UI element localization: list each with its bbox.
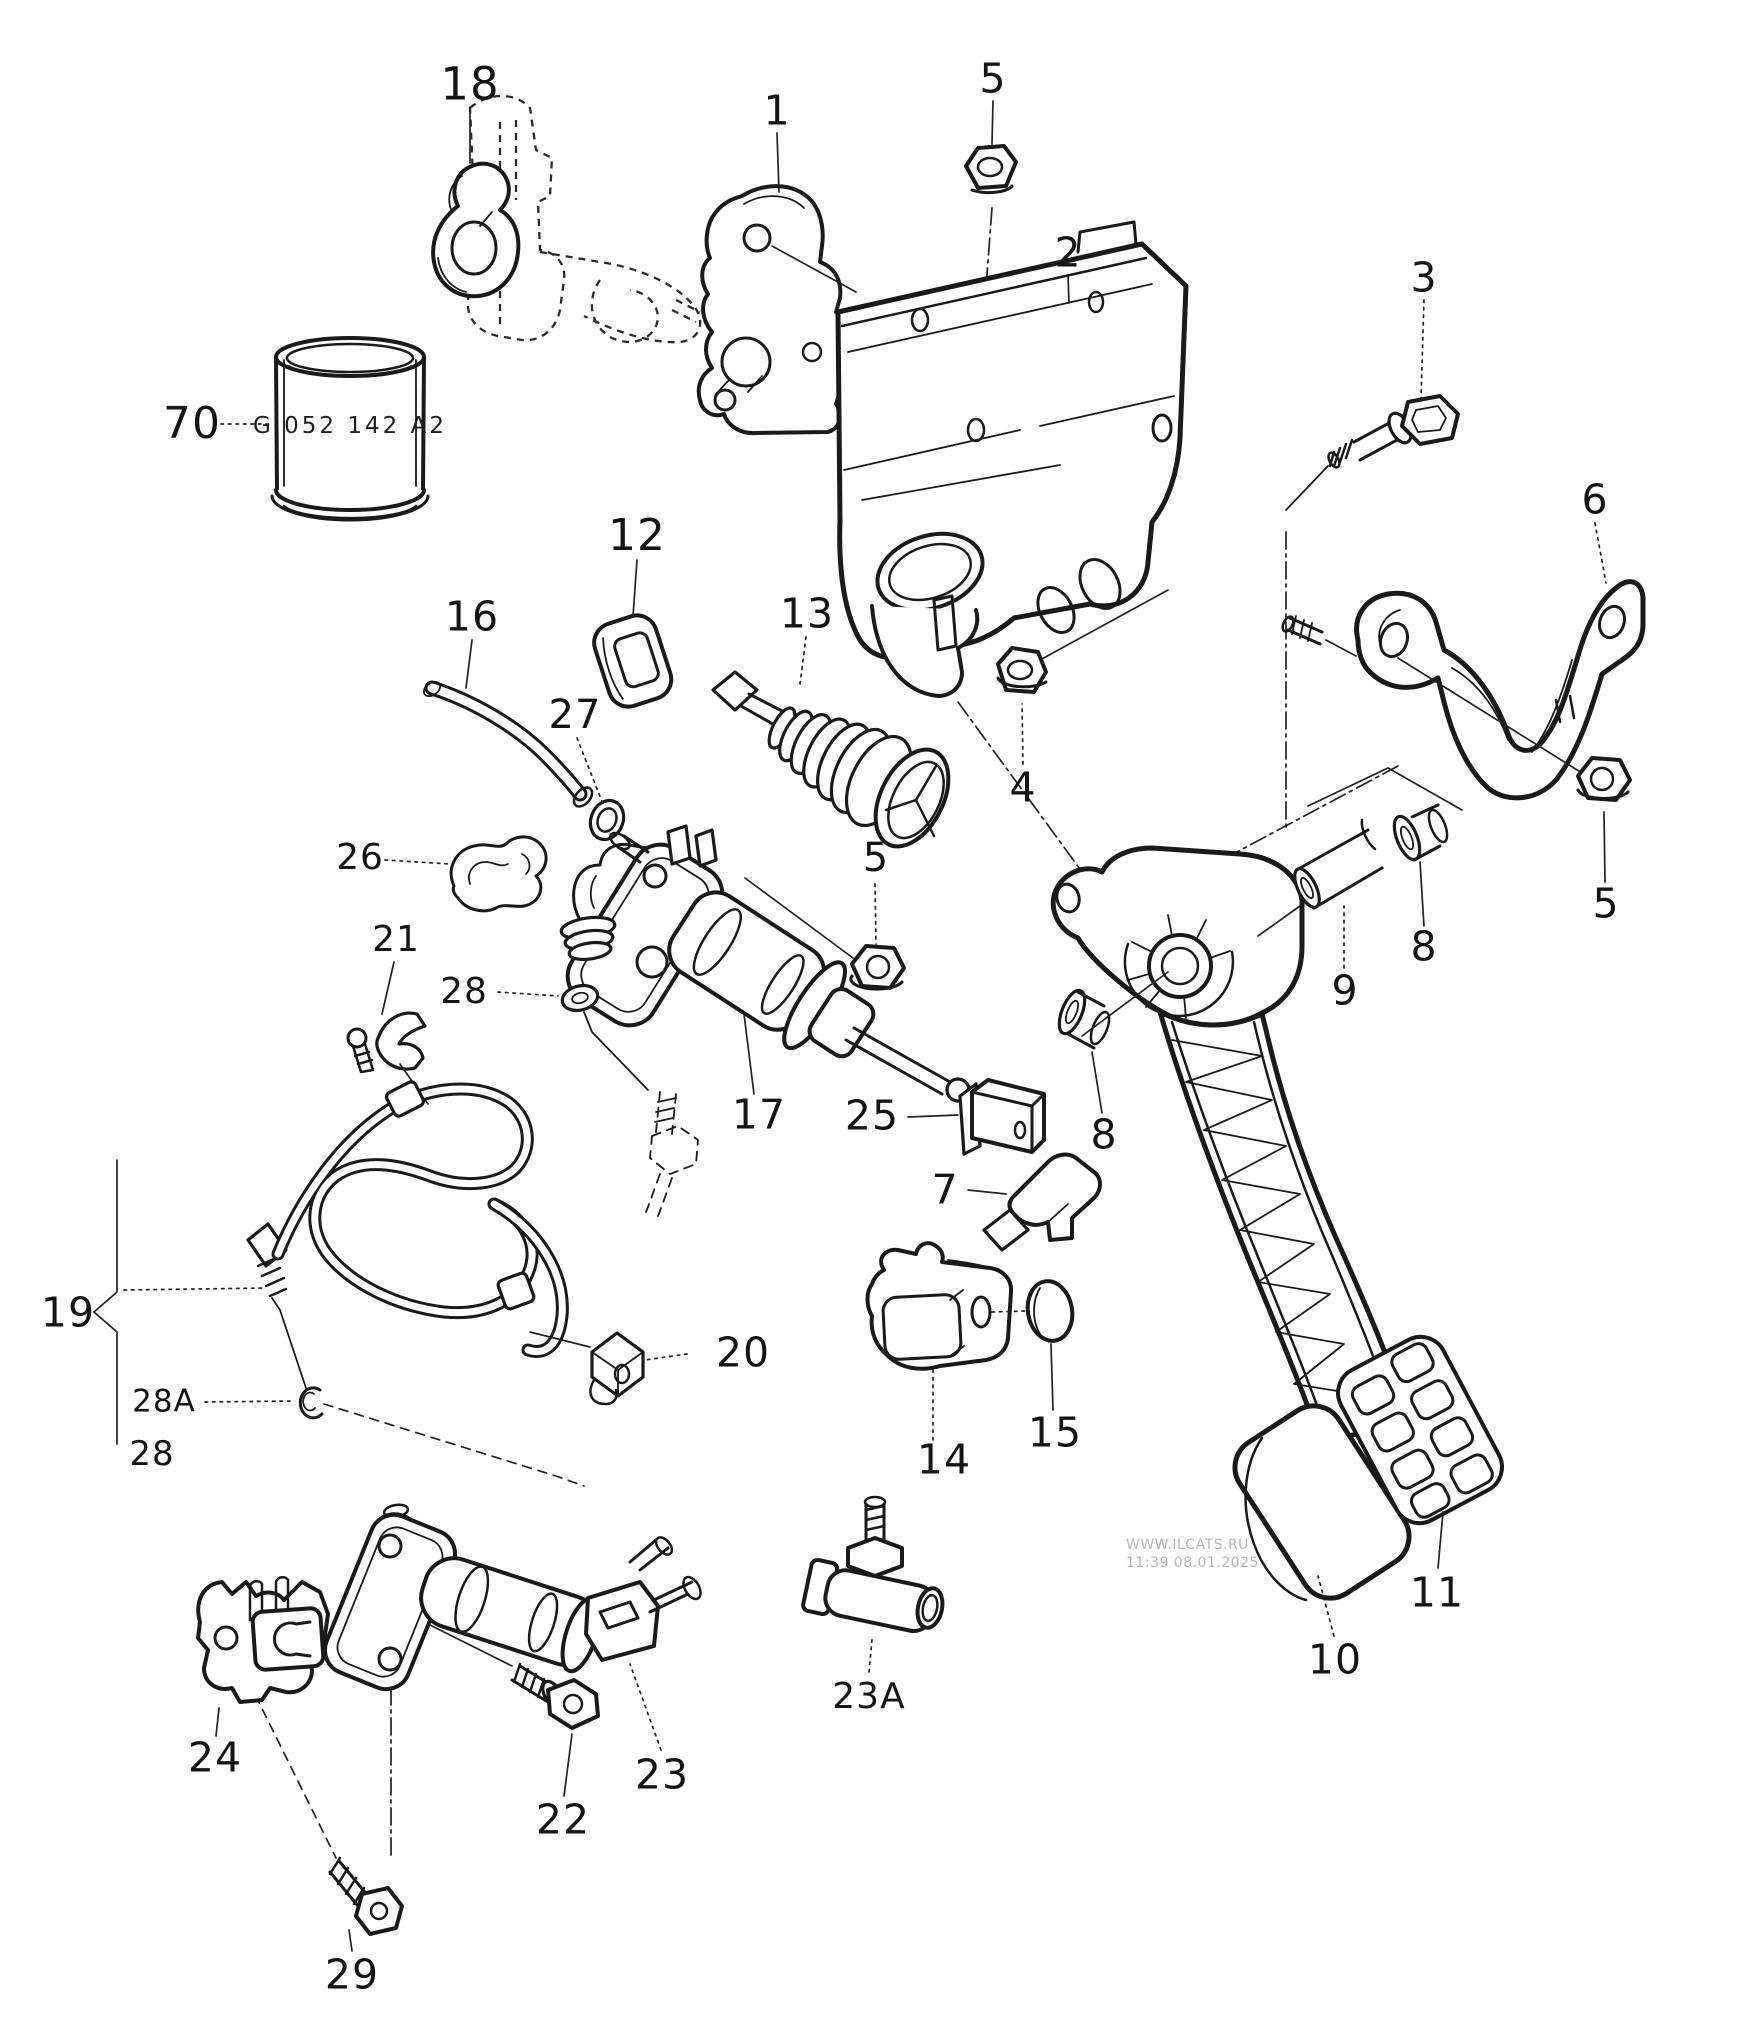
part-label-21[interactable]: 21: [372, 919, 420, 960]
part-label-28-lower[interactable]: 28: [129, 1434, 175, 1474]
part-label-5-top[interactable]: 5: [979, 54, 1007, 103]
watermark: WWW.ILCATS.RU 11:39 08.01.2025: [1126, 1536, 1259, 1572]
part-label-9[interactable]: 9: [1331, 966, 1359, 1015]
part-label-10[interactable]: 10: [1307, 1635, 1363, 1684]
part-23-slave-cylinder: [322, 1503, 702, 1692]
part-19-pipe-hose-assembly: [246, 1080, 569, 1389]
part-10-pedal-pad: [1232, 1403, 1412, 1602]
part-24-clamp-bracket: [196, 1576, 330, 1704]
part-1-support-plate: [696, 184, 848, 436]
part-26-spring-clip: [449, 835, 548, 913]
part-label-14[interactable]: 14: [916, 1435, 972, 1484]
watermark-timestamp: 11:39 08.01.2025: [1126, 1555, 1259, 1572]
part-label-4[interactable]: 4: [1009, 763, 1037, 812]
part-label-28a[interactable]: 28A: [132, 1383, 196, 1420]
part-8-bushing-right: [1392, 803, 1449, 862]
part-label-5-right[interactable]: 5: [1592, 879, 1620, 928]
part-label-7[interactable]: 7: [931, 1165, 959, 1214]
part-label-8-right[interactable]: 8: [1410, 922, 1438, 971]
part-label-8-left[interactable]: 8: [1090, 1110, 1118, 1159]
part-17-master-cylinder: [559, 824, 971, 1217]
leader-lines: [92, 100, 1607, 1952]
part-label-16[interactable]: 16: [444, 592, 500, 641]
part-label-20[interactable]: 20: [715, 1328, 771, 1377]
part-27-o-ring: [588, 798, 626, 842]
part-16-hose: [422, 680, 594, 808]
part-label-19[interactable]: 19: [40, 1288, 96, 1337]
part-10-clutch-pedal: [1050, 845, 1411, 1447]
part-29-bolt: [328, 1856, 404, 1936]
part-8-bushing-left: [1057, 971, 1169, 1050]
part-label-18[interactable]: 18: [440, 57, 500, 111]
part-14-switch-bracket: [865, 1241, 1027, 1371]
watermark-site: WWW.ILCATS.RU: [1126, 1537, 1249, 1553]
part-label-70[interactable]: 70: [163, 398, 221, 449]
part-18-retaining-clip: [431, 161, 521, 299]
part-label-29[interactable]: 29: [324, 1950, 380, 1999]
part-11-pedal-rubber-cap: [1336, 1334, 1504, 1526]
part-3-bolt: [1285, 394, 1460, 511]
part-label-13[interactable]: 13: [779, 589, 835, 638]
part-label-26[interactable]: 26: [336, 837, 384, 878]
part-12-grommet: [592, 613, 674, 709]
part-70-fluid-canister: G 052 142 A2: [253, 336, 447, 522]
part-6-support-bracket: [1354, 579, 1646, 801]
part-label-3[interactable]: 3: [1410, 253, 1438, 302]
part-9-spacer-sleeve: [1257, 767, 1463, 937]
part-28a-seal-ring: [298, 1386, 324, 1420]
part-label-2[interactable]: 2: [1054, 228, 1082, 277]
part-28-washer-upper: [560, 983, 649, 1091]
part-label-1[interactable]: 1: [763, 86, 791, 135]
canister-part-number: G 052 142 A2: [253, 413, 447, 439]
part-label-23[interactable]: 23: [634, 1750, 690, 1799]
part-25-pushrod-clip: [958, 1078, 1046, 1156]
part-22-bolt: [510, 1662, 600, 1730]
part-label-27[interactable]: 27: [548, 692, 602, 738]
part-label-15[interactable]: 15: [1027, 1408, 1083, 1457]
part-label-28-upper[interactable]: 28: [440, 971, 488, 1012]
part-label-25[interactable]: 25: [844, 1091, 900, 1140]
part-13-bellows-boot: [711, 670, 951, 849]
part-2-pedal-bracket: [835, 220, 1324, 698]
part-5-hex-nut-top: [964, 144, 1018, 195]
part-label-11[interactable]: 11: [1409, 1568, 1465, 1617]
part-label-17[interactable]: 17: [731, 1090, 787, 1139]
part-5-hex-nut-mid: [744, 877, 906, 991]
part-label-22[interactable]: 22: [535, 1795, 591, 1844]
part-5-hex-nut-right: [1397, 657, 1632, 802]
part-20-clamp-nut: [529, 1331, 645, 1406]
part-7-bracket-clip: [982, 1152, 1102, 1252]
part-label-5-mid[interactable]: 5: [862, 835, 890, 881]
part-15-plug-cap: [1025, 1279, 1075, 1343]
part-label-6[interactable]: 6: [1581, 475, 1609, 524]
part-4-hex-nut: [996, 589, 1169, 694]
part-label-23a[interactable]: 23A: [832, 1676, 906, 1717]
part-label-24[interactable]: 24: [187, 1733, 243, 1782]
part-23a-t-connector: [801, 1495, 945, 1634]
part-label-12[interactable]: 12: [608, 510, 666, 561]
ghost-assembly-outline: [460, 94, 702, 344]
